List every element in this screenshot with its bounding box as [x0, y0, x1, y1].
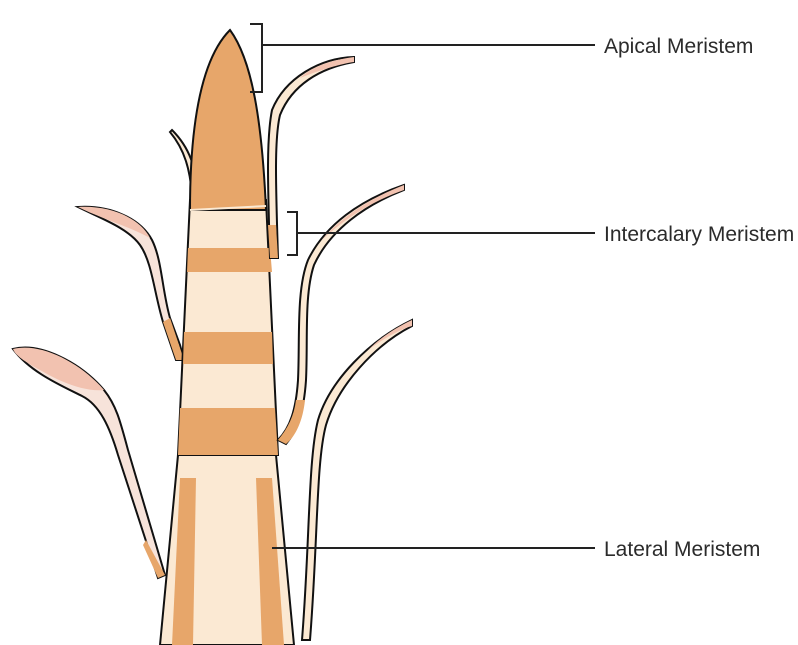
- label-apical-meristem: Apical Meristem: [604, 35, 753, 58]
- intercalary-band-3: [178, 408, 278, 455]
- leaf-middle-right-base: [278, 400, 305, 444]
- intercalary-bracket: [287, 212, 595, 255]
- leaf-upper-left: [78, 207, 184, 360]
- apical-tip: [190, 30, 266, 210]
- leaf-lower-right: [302, 320, 412, 640]
- leaf-top-right-tip: [300, 57, 354, 78]
- label-lateral-meristem: Lateral Meristem: [604, 538, 760, 561]
- intercalary-band-2: [183, 332, 273, 364]
- intercalary-band-1: [187, 248, 272, 272]
- label-intercalary-meristem: Intercalary Meristem: [604, 223, 794, 246]
